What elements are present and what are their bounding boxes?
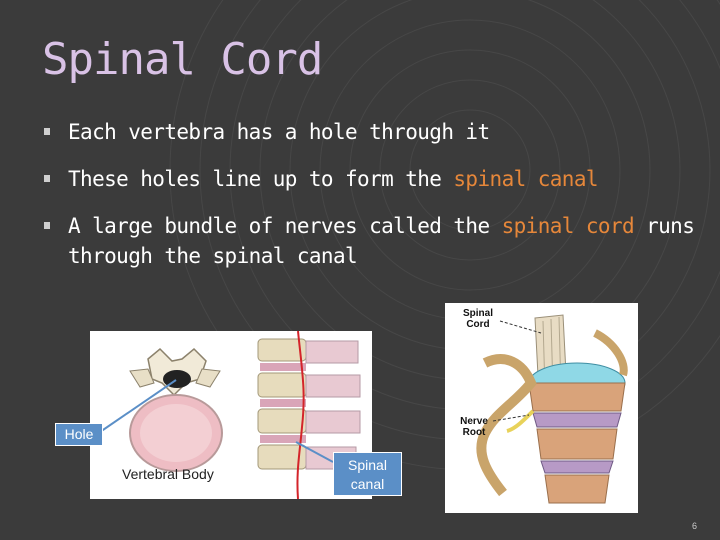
- bullet-text-after: runs through the spinal canal: [68, 214, 695, 268]
- vertebra-top-view: [129, 347, 223, 472]
- bullet-text: A large bundle of nerves called the: [68, 214, 502, 238]
- bullet-marker-icon: [44, 128, 50, 135]
- spinal-cord-illustration: [476, 314, 628, 504]
- nerve-root-label: Nerve Root: [454, 416, 494, 438]
- nerve-root-label-line1: Nerve: [460, 416, 488, 427]
- nerve-root-label-line2: Root: [462, 427, 486, 438]
- hole-callout: Hole: [55, 423, 103, 446]
- bullet-item: A large bundle of nerves called the spin…: [44, 211, 704, 271]
- highlight-term: spinal cord: [501, 214, 635, 238]
- spinal-cord-label: Spinal Cord: [458, 308, 498, 330]
- spinal-cord-label-line1: Spinal: [462, 308, 493, 319]
- bullet-marker-icon: [44, 175, 50, 182]
- bullet-item: These holes line up to form the spinal c…: [44, 164, 704, 194]
- spinal-cord-figure: [445, 303, 638, 513]
- bullet-marker-icon: [44, 222, 50, 229]
- bullet-text: These holes line up to form the: [68, 167, 454, 191]
- bullet-list: Each vertebra has a hole through it Thes…: [44, 117, 704, 288]
- spinal-cord-label-line2: Cord: [466, 319, 490, 330]
- spinal-canal-callout: Spinal canal: [333, 452, 402, 496]
- highlight-term: spinal canal: [453, 167, 598, 191]
- page-number: 6: [692, 521, 698, 531]
- bullet-item: Each vertebra has a hole through it: [44, 117, 704, 147]
- bullet-text: Each vertebra has a hole through it: [68, 120, 490, 144]
- vertebral-body-caption: Vertebral Body: [122, 466, 214, 482]
- slide-title: Spinal Cord: [42, 34, 323, 85]
